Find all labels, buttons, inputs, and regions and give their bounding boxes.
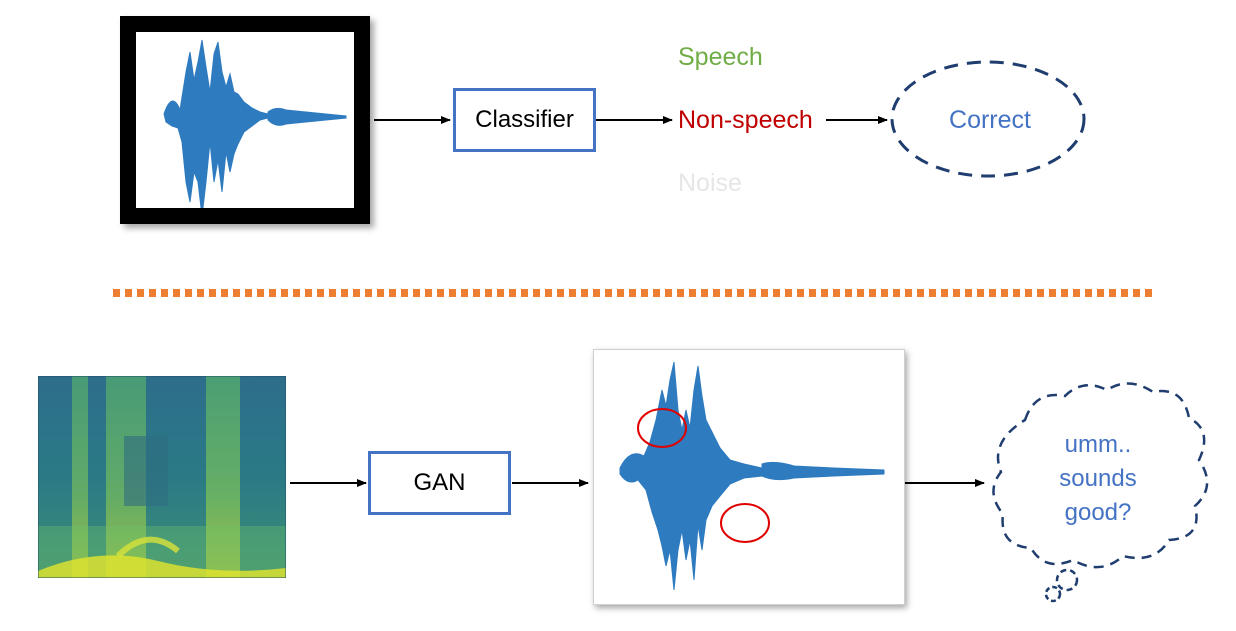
generated-waveform-frame: [593, 349, 905, 605]
verdict-label: Correct: [949, 106, 1031, 134]
gan-box: GAN: [368, 451, 511, 515]
input-waveform-canvas: [136, 32, 354, 217]
output-non-speech: Non-speech: [678, 106, 813, 134]
thought-text: umm.. sounds good?: [1030, 428, 1166, 530]
thought-cloud: [992, 382, 1209, 603]
generated-waveform-image: [619, 361, 885, 591]
output-noise: Noise: [678, 169, 742, 197]
thought-line-2: sounds: [1059, 465, 1137, 492]
highlight-circle-upper: [637, 408, 687, 448]
classifier-box: Classifier: [453, 88, 596, 152]
spectrogram-image: [38, 376, 286, 578]
input-waveform-frame: [120, 16, 370, 224]
gan-label: GAN: [413, 469, 466, 496]
highlight-circle-lower: [720, 503, 770, 543]
input-waveform-image: [163, 39, 347, 217]
thought-line-3: good?: [1064, 499, 1132, 526]
classifier-label: Classifier: [475, 106, 574, 133]
thought-line-1: umm..: [1064, 431, 1132, 458]
output-speech: Speech: [678, 43, 763, 71]
verdict-ellipse: [890, 60, 1086, 178]
